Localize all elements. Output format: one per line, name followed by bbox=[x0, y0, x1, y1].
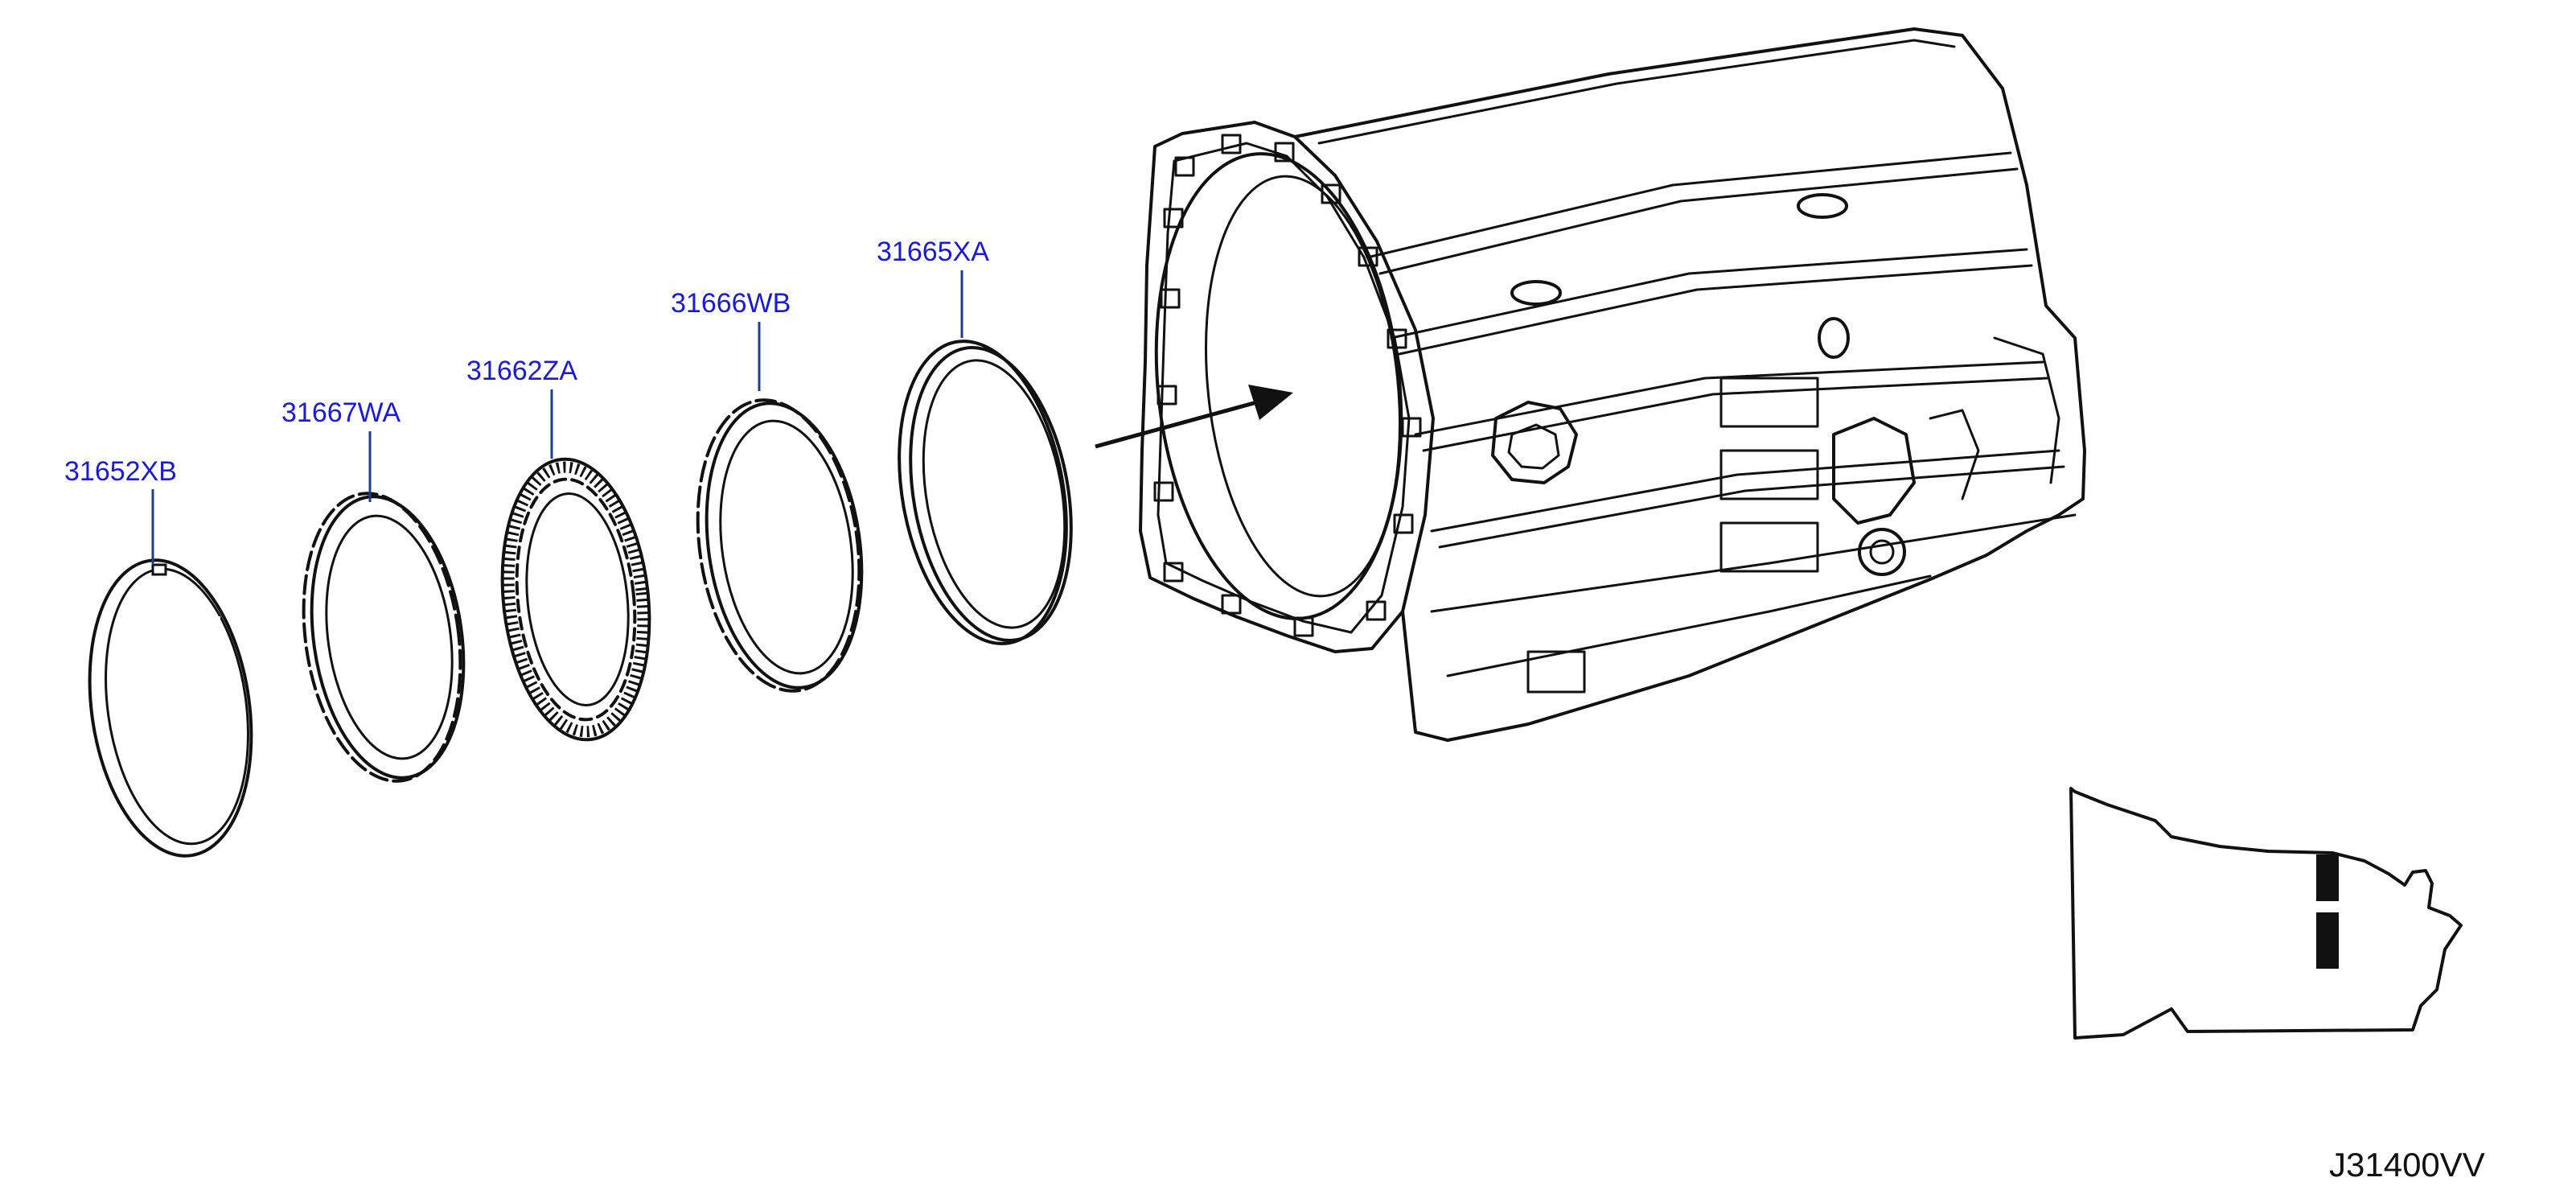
part-label-31665xa[interactable]: 31665XA bbox=[877, 237, 989, 267]
part-label-31666wb[interactable]: 31666WB bbox=[671, 288, 791, 319]
drawing-code: J31400VV bbox=[2329, 1146, 2485, 1184]
part-label-31662za[interactable]: 31662ZA bbox=[466, 356, 577, 386]
outer-toothed-plate-part[interactable] bbox=[286, 484, 481, 792]
installation-arrow-icon bbox=[1095, 385, 1293, 449]
locator-inset-icon bbox=[2069, 787, 2463, 1040]
outer-plate-part[interactable] bbox=[680, 389, 879, 702]
snap-ring-part[interactable] bbox=[72, 550, 269, 867]
retaining-plate-part[interactable] bbox=[877, 328, 1093, 657]
leader-lines bbox=[151, 270, 963, 565]
friction-plate-part[interactable] bbox=[489, 452, 663, 747]
transmission-case-icon bbox=[1139, 27, 2086, 742]
part-label-31652xb[interactable]: 31652XB bbox=[64, 456, 177, 487]
part-label-31667wa[interactable]: 31667WA bbox=[281, 397, 401, 428]
